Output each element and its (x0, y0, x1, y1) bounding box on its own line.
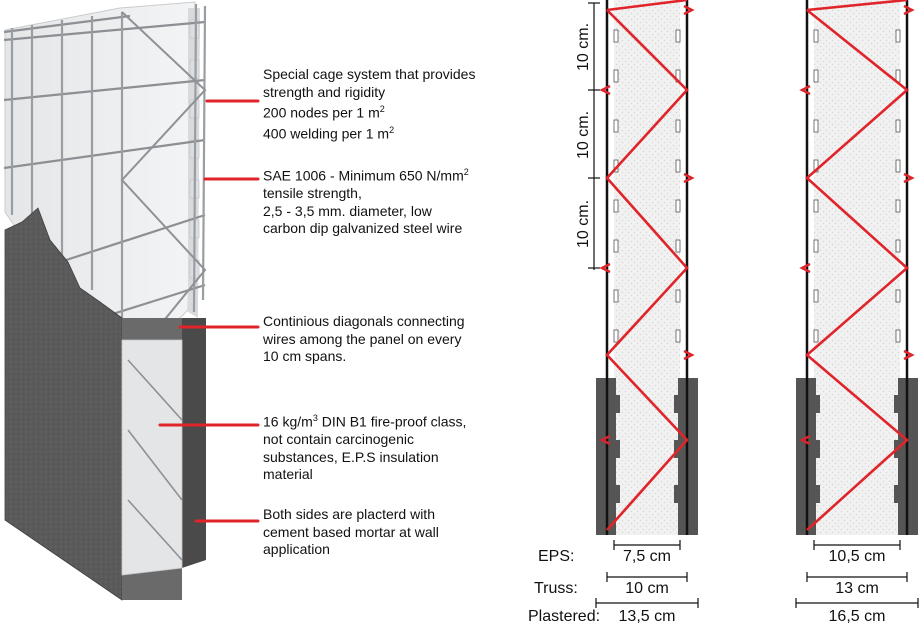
callout-3-line-1: Continious diagonals connecting (263, 313, 465, 329)
callout-2-line-1: SAE 1006 - Minimum 650 N/mm2 (263, 164, 469, 185)
plastered-row-label: Plastered: (528, 608, 600, 625)
callout-2-line-2: tensile strength, (263, 185, 362, 202)
callout-3-line-3: 10 cm spans. (263, 348, 347, 364)
callout-1-line-4: 400 welding per 1 m2 (263, 122, 475, 143)
panel-b-plastered-value: 16,5 cm (829, 608, 886, 625)
callout-4-line-1: 16 kg/m3 DIN B1 fire-proof class, (263, 410, 466, 431)
panel-b-eps-value: 10,5 cm (829, 548, 886, 565)
callout-2-line-1-sup: 2 (463, 167, 469, 177)
callout-plaster: Both sides are placterd with cement base… (263, 506, 439, 559)
callout-3-line-2: wires among the panel on every (263, 330, 462, 347)
panel-a-eps-value: 7,5 cm (623, 548, 671, 565)
callout-4-line-1-tail: DIN B1 fire-proof class, (317, 413, 467, 430)
mortar-plaster-face (4, 207, 123, 601)
spacing-dimension (588, 2, 600, 270)
callout-5-line-1: Both sides are placterd with (263, 506, 435, 522)
callout-2-line-1-text: SAE 1006 - Minimum 650 N/mm (263, 167, 464, 184)
section-a (588, 0, 699, 608)
callout-1-line-4-sup: 2 (389, 125, 395, 136)
callout-steel-wire: SAE 1006 - Minimum 650 N/mm2 tensile str… (263, 164, 469, 238)
wall-3d-illustration (3, 1, 207, 601)
spacing-labels: 10 cm. 10 cm. 10 cm. (575, 23, 592, 248)
eps-notches-b (813, 29, 901, 343)
truss-nodes-b (799, 4, 915, 446)
callout-1-line-3-text: 200 nodes per 1 m (263, 104, 380, 121)
panel-a-plastered-value: 13,5 cm (619, 608, 676, 625)
truss-diagonal-a (605, 9, 689, 531)
truss-nodes-a (599, 4, 695, 446)
callout-cage-system: Special cage system that provides streng… (263, 66, 475, 143)
truss-diagonal-b (805, 8, 910, 531)
spacing-label-1: 10 cm. (575, 23, 592, 71)
callout-1-line-4-text: 400 welding per 1 m (263, 125, 390, 142)
callout-4-line-3: substances, E.P.S insulation (263, 448, 439, 465)
callout-2-line-4: carbon dip galvanized steel wire (263, 220, 463, 237)
callout-1-line-3-sup: 2 (379, 104, 385, 114)
spacing-label-3: 10 cm. (575, 200, 592, 248)
eps-notches-a (613, 29, 681, 343)
callout-4-line-4: material (263, 466, 313, 483)
dimension-lines-b (795, 540, 919, 608)
eps-core-a (614, 0, 680, 535)
callout-eps-insulation: 16 kg/m3 DIN B1 fire-proof class, not co… (263, 410, 466, 484)
mortar-plaster-edge (182, 318, 206, 568)
callout-1-line-1: Special cage system that provides (263, 66, 476, 82)
panel-b-truss-value: 13 cm (835, 580, 879, 597)
callout-5-line-3: application (263, 541, 330, 557)
truss-row-label: Truss: (534, 580, 578, 597)
panel-a-truss-value: 10 cm (625, 580, 669, 597)
callout-1-line-3: 200 nodes per 1 m2 (263, 101, 475, 122)
callout-4-line-2: not contain carcinogenic (263, 431, 414, 448)
callout-4-line-1-text: 16 kg/m (263, 413, 313, 430)
callout-4-line-1-sup: 3 (312, 413, 318, 423)
callout-leaders (158, 99, 260, 523)
callout-5-line-2: cement based mortar at wall (263, 523, 439, 540)
callout-1-line-2: strength and rigidity (263, 83, 386, 100)
section-b (795, 0, 919, 608)
callout-2-line-3: 2,5 - 3,5 mm. diameter, low (263, 202, 432, 219)
cage-horizontal-wires (3, 14, 206, 320)
spacing-label-2: 10 cm. (575, 111, 592, 159)
eps-core-b (814, 0, 900, 535)
eps-exposed-front (121, 339, 183, 576)
dimension-lines-a (595, 540, 699, 608)
eps-row-label: EPS: (538, 548, 574, 565)
callout-diagonals: Continious diagonals connecting wires am… (263, 313, 465, 366)
